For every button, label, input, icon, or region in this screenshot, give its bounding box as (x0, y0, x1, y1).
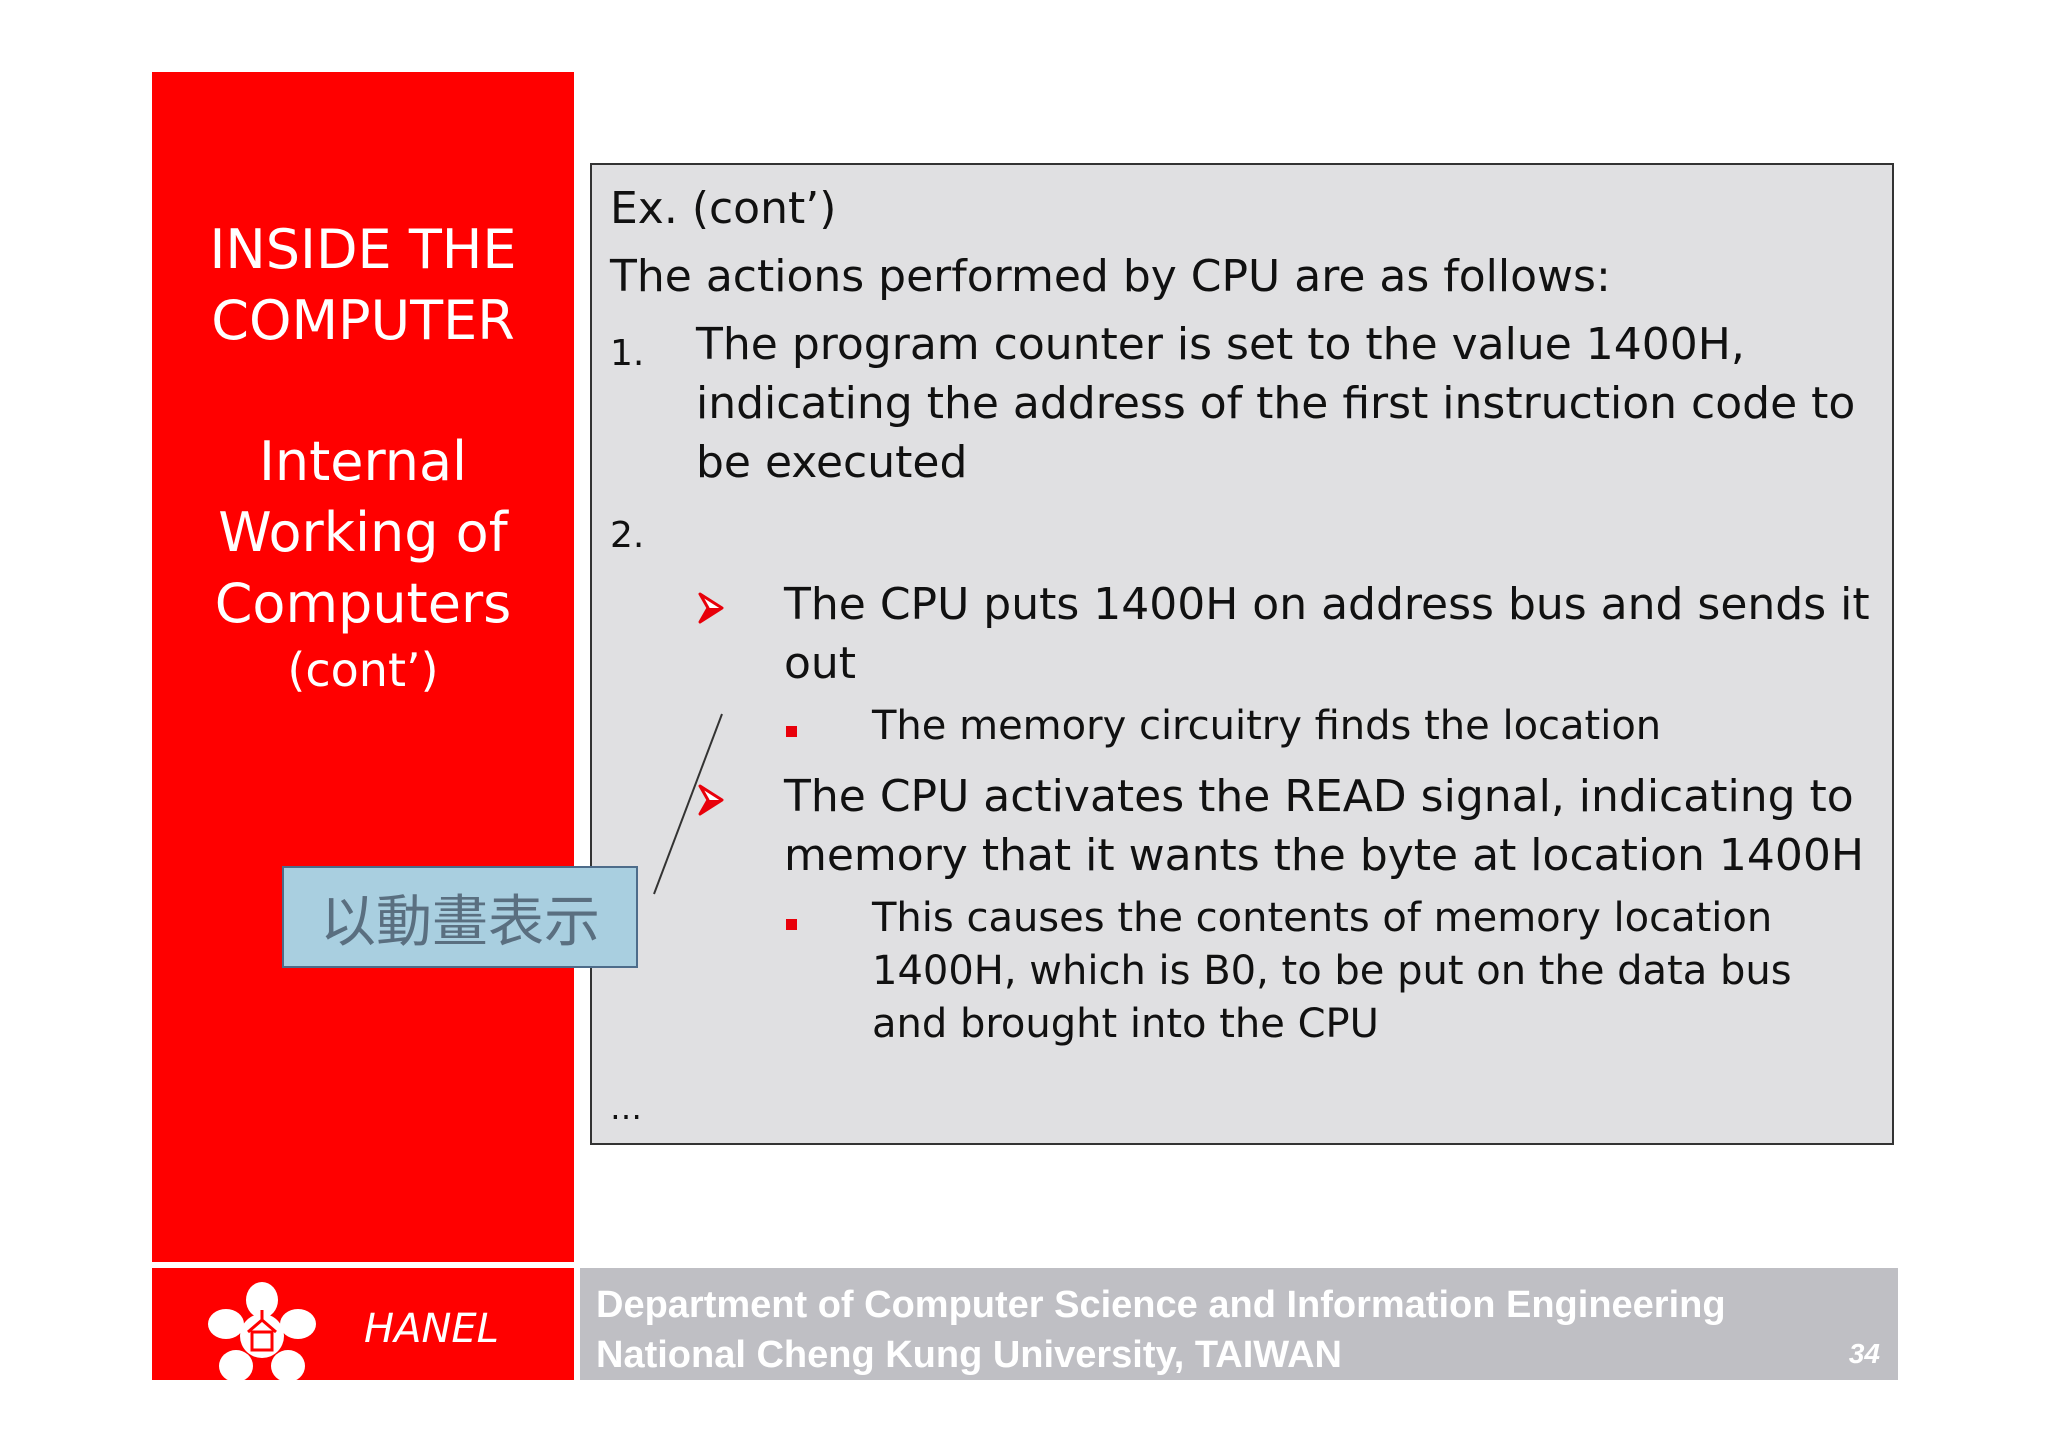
section-title: INSIDE THE COMPUTER (152, 214, 574, 356)
section-subtitle: Internal Working of Computers (cont’) (152, 426, 574, 701)
content-intro: The actions performed by CPU are as foll… (610, 251, 1611, 302)
footer-left: HANEL (152, 1268, 574, 1382)
content-heading: Ex. (cont’) (610, 183, 837, 234)
author-name: HANEL (364, 1306, 499, 1352)
bullet-2-sub-text: This causes the contents of memory locat… (872, 895, 1792, 1047)
footer-right: Department of Computer Science and Infor… (580, 1268, 1898, 1380)
section-title-line-1: INSIDE THE (209, 218, 517, 281)
section-title-line-2: COMPUTER (211, 289, 515, 352)
arrow-bullet-icon (698, 592, 724, 624)
item-1-number: 1. (610, 333, 645, 374)
ellipsis: … (610, 1089, 642, 1127)
section-subtitle-cont: (cont’) (287, 643, 439, 697)
footer-department: Department of Computer Science and Infor… (596, 1284, 1726, 1326)
item-1-text: The program counter is set to the value … (696, 319, 1856, 488)
arrow-bullet-icon (698, 784, 724, 816)
bullet-1-sub-text: The memory circuitry finds the location (872, 703, 1662, 749)
sidebar: INSIDE THE COMPUTER Internal Working of … (152, 72, 574, 1262)
university-logo-icon (208, 1282, 316, 1382)
show-animation-button[interactable]: 以動畫表示 (282, 866, 638, 968)
bullet-1-text: The CPU puts 1400H on address bus and se… (784, 579, 1870, 689)
callout-line (653, 713, 723, 895)
square-bullet-icon (786, 726, 797, 737)
footer-university: National Cheng Kung University, TAIWAN (596, 1334, 1342, 1376)
square-bullet-icon (786, 919, 797, 930)
page-number: 34 (1848, 1338, 1880, 1369)
section-subtitle-line-3: Computers (214, 572, 512, 635)
bullet-2-text: The CPU activates the READ signal, indic… (784, 771, 1864, 881)
section-subtitle-line-2: Working of (218, 501, 508, 564)
item-2-number: 2. (610, 515, 645, 556)
footer-affiliation: Department of Computer Science and Infor… (596, 1280, 1726, 1380)
content-box: Ex. (cont’) The actions performed by CPU… (590, 163, 1894, 1145)
section-subtitle-line-1: Internal (258, 430, 468, 493)
